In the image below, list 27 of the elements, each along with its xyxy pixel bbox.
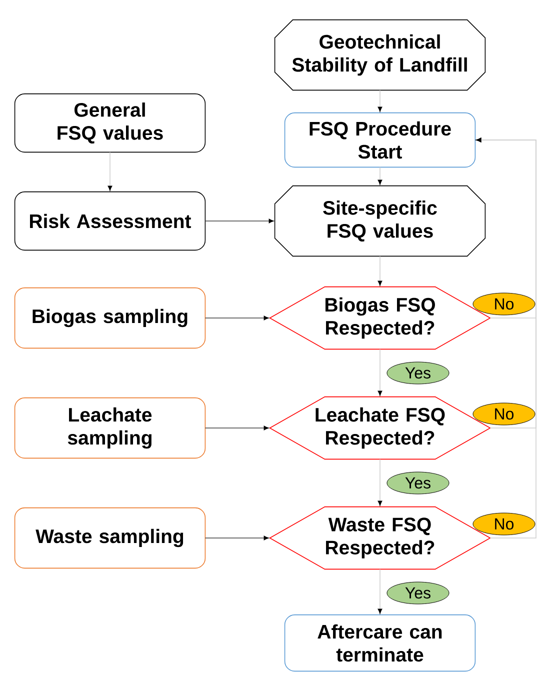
arrow bbox=[378, 90, 382, 112]
rounded-box: Leachate sampling bbox=[14, 397, 206, 459]
rounded-box: Risk Assessment bbox=[14, 191, 206, 251]
arrow bbox=[378, 166, 382, 185]
arrow bbox=[378, 458, 382, 506]
arrow bbox=[204, 536, 269, 540]
rounded-box: Waste sampling bbox=[14, 507, 206, 569]
rounded-box: General FSQ values bbox=[14, 93, 206, 153]
octagon-box: Geotechnical Stability of Landfill bbox=[274, 19, 486, 91]
rounded-box: Aftercare can terminate bbox=[284, 614, 476, 672]
edge-label: Yes bbox=[386, 472, 450, 494]
edge-label: Yes bbox=[386, 362, 450, 384]
edge-label: No bbox=[472, 402, 536, 426]
arrow bbox=[378, 348, 382, 396]
arrow bbox=[204, 218, 274, 224]
arrow bbox=[378, 256, 382, 286]
arrow bbox=[378, 568, 382, 614]
arrow bbox=[204, 316, 269, 320]
arrow bbox=[108, 152, 112, 191]
rounded-box: Biogas sampling bbox=[14, 287, 206, 349]
edge-label: Yes bbox=[386, 582, 450, 604]
octagon-box: Site-specific FSQ values bbox=[274, 185, 486, 257]
rounded-box: FSQ Procedure Start bbox=[284, 112, 476, 168]
arrow bbox=[204, 426, 269, 430]
edge-label: No bbox=[472, 512, 536, 536]
edge-label: No bbox=[472, 292, 536, 316]
arrow bbox=[476, 138, 536, 538]
